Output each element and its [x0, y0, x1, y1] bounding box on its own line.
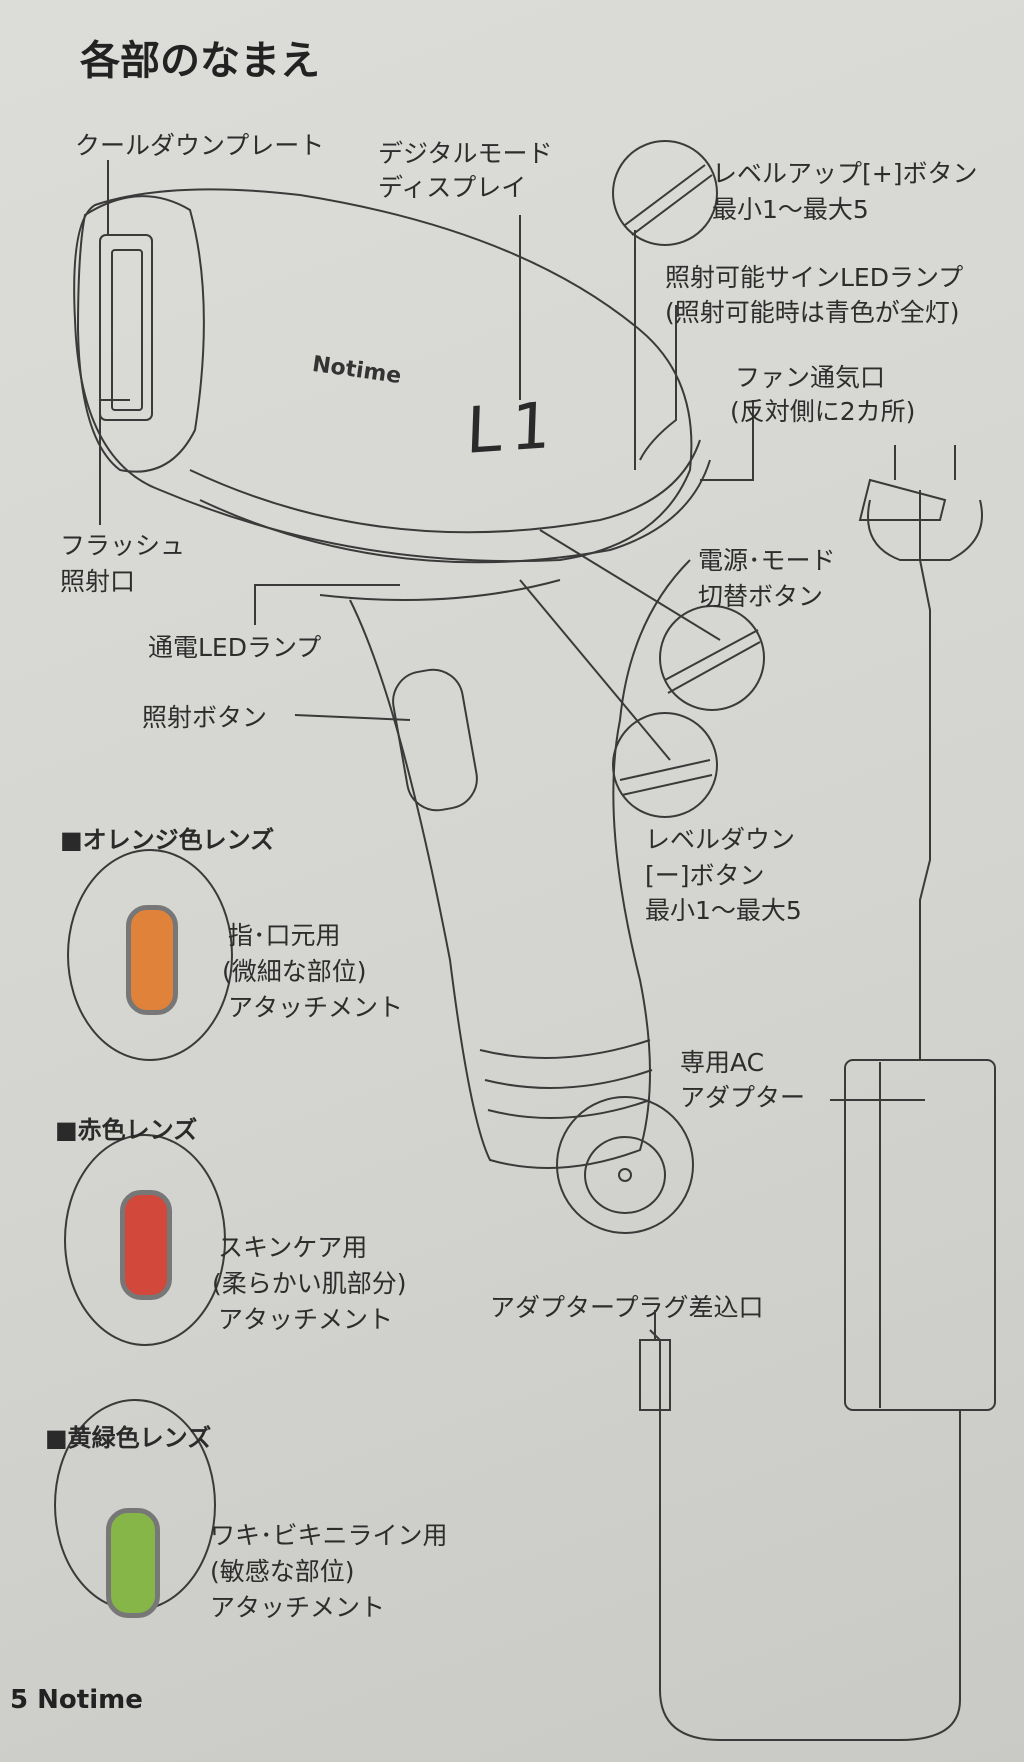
lens-heading-red: ■赤色レンズ	[55, 1116, 198, 1144]
label-ready-led-1: 照射可能サインLEDランプ	[665, 263, 964, 292]
label-flash-1: フラッシュ	[60, 531, 186, 560]
label-adapter-2: アダプター	[680, 1083, 806, 1112]
label-power-led: 通電LEDランプ	[148, 633, 322, 662]
page-footer: 5 Notime	[10, 1685, 143, 1715]
lens-orange-line2: (微細な部位)	[222, 957, 367, 986]
flash-window	[99, 234, 153, 421]
label-level-up-1: レベルアップ[+]ボタン	[712, 159, 978, 188]
label-level-down-2: [ー]ボタン	[645, 861, 765, 890]
label-fan-1: ファン通気口	[735, 363, 886, 392]
label-flash-2: 照射口	[60, 567, 136, 596]
fire-button-shape	[392, 668, 478, 812]
lens-heading-orange: ■オレンジ色レンズ	[60, 826, 275, 854]
lens-green-line1: ワキ･ビキニライン用	[210, 1521, 448, 1550]
device-front-face	[76, 195, 205, 473]
lens-green-line2: (敏感な部位)	[210, 1557, 355, 1586]
lens-red-line3: アタッチメント	[218, 1305, 394, 1334]
label-fan-2: (反対側に2カ所)	[730, 397, 916, 426]
orange-lens-icon	[126, 905, 178, 1015]
footer-brand-logo: Notime	[37, 1685, 143, 1715]
lens-orange-line3: アタッチメント	[228, 993, 404, 1022]
lens-orange-line1: 指･口元用	[228, 921, 341, 950]
label-level-down-3: 最小1～最大5	[645, 896, 802, 925]
page-number: 5	[10, 1685, 29, 1715]
yellow-green-lens-icon	[106, 1508, 160, 1618]
label-display-2: ディスプレイ	[378, 173, 527, 202]
device-head-outline	[73, 188, 693, 563]
label-level-down-1: レベルダウン	[645, 825, 796, 854]
lens-red-line1: スキンケア用	[218, 1233, 368, 1262]
label-level-up-2: 最小1～最大5	[712, 195, 869, 224]
label-power-1: 電源･モード	[698, 546, 836, 575]
page-title: 各部のなまえ	[80, 38, 320, 84]
power-cord	[919, 490, 931, 1060]
adapter-port-shape	[556, 1096, 694, 1234]
ac-adapter-shape	[844, 1059, 996, 1411]
label-adapter-port: アダプタープラグ差込口	[490, 1293, 764, 1322]
lens-green-line3: アタッチメント	[210, 1593, 386, 1622]
label-ready-led-2: (照射可能時は青色が全灯)	[665, 298, 960, 327]
lens-heading-green: ■黄緑色レンズ	[45, 1424, 212, 1452]
label-adapter-1: 専用AC	[680, 1048, 765, 1077]
label-display-1: デジタルモード	[378, 139, 553, 168]
label-power-2: 切替ボタン	[698, 582, 824, 611]
device-handle-outline	[349, 559, 691, 1169]
digital-display-readout: L1	[464, 388, 557, 470]
red-lens-icon	[120, 1190, 172, 1300]
label-fire-button: 照射ボタン	[142, 703, 268, 732]
lens-red-line2: (柔らかい肌部分)	[212, 1269, 407, 1298]
label-cooldown-plate: クールダウンプレート	[75, 131, 325, 160]
